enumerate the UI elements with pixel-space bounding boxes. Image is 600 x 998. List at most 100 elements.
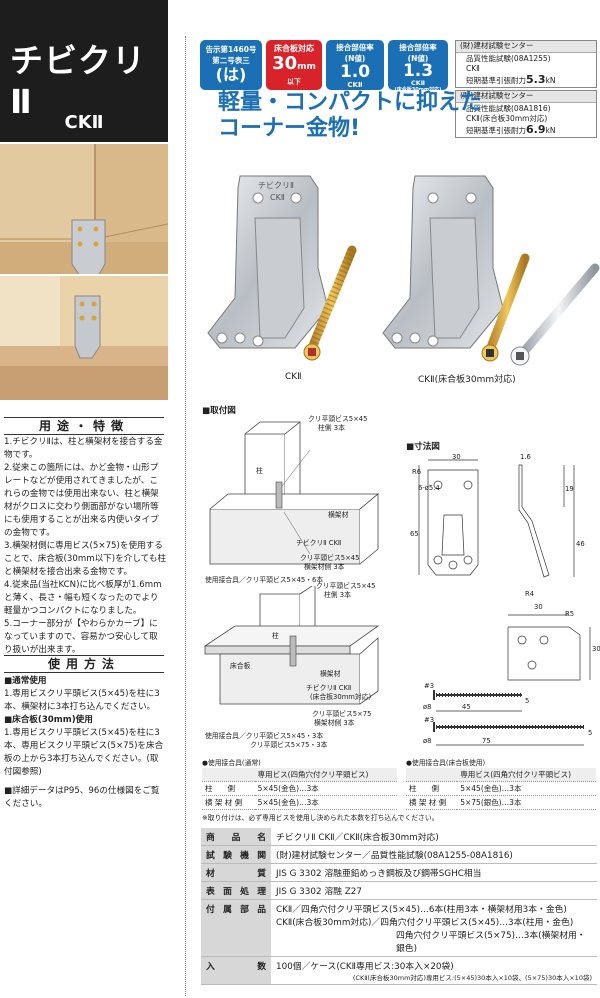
- badge-n2-l2: (N値): [407, 54, 429, 63]
- dimension-drawings: [418, 459, 591, 746]
- spec-key: 入数: [201, 956, 271, 985]
- usage-normal-head: ■通常使用: [4, 676, 47, 686]
- cert-2-unit: kN: [545, 125, 556, 135]
- feature-item-3: 3.横架材側に専用ビス(5×75)を使用することで、床合板(30mm以下)を介し…: [4, 541, 167, 577]
- headline: 軽量・コンパクトに抑えた コーナー金物!: [218, 90, 482, 142]
- feature-item-1: 1.チビクリⅡは、柱と横架材を接合する金物です。: [4, 437, 163, 460]
- spec-key: 商品名: [201, 828, 271, 846]
- table-normal-title: ●使用接合具(通常): [202, 759, 261, 767]
- badge-notice: 告示第1460号 第二号表三 (は): [200, 40, 262, 90]
- dim-r5: R5: [565, 610, 575, 618]
- badge-notice-l3: (は): [215, 65, 247, 84]
- d2-bracket: チビクリⅡ CKⅡ: [306, 684, 352, 692]
- d2-floor: 床合板: [230, 662, 251, 670]
- cert-1-l3: 短期基準引張耐力: [466, 75, 526, 85]
- tn-h1: 専用ビス(四角穴付クリ平頭ビス): [254, 768, 397, 782]
- table-floor-title: ●使用接合具(床合板使用): [406, 759, 486, 767]
- dim-r4: R4: [525, 590, 535, 598]
- screw-gold-2: [481, 253, 530, 362]
- spec-val: (財)建材試験センター／品質性能試験(08A1255-08A1816): [271, 845, 597, 864]
- tn-r1c0: 横 架 材 側: [202, 795, 255, 810]
- screw1-e: 5: [525, 697, 530, 705]
- screw2-d: #3: [424, 716, 435, 724]
- tf-r1c0: 横 架 材 側: [406, 795, 458, 810]
- d2-screw-top: クリ平頭ビス5×45: [316, 582, 376, 590]
- d2-used2: クリ平頭ビス5×75・3本: [250, 741, 328, 749]
- badge-notice-l2: 第二号表三: [212, 56, 250, 65]
- spec-qty-1: 100個／ケース(CKⅡ専用ビス:30本入×20袋): [276, 962, 454, 972]
- badge-nvalue-1: 接合部倍率 (N値) 1.0 CKⅡ: [326, 40, 384, 90]
- product-illustration: チビクリⅡ CKⅡ: [207, 175, 600, 366]
- badge-n1-l1: 接合部倍率: [336, 43, 374, 52]
- dim-r6: R6: [412, 468, 422, 476]
- cert-1-head: (財)建材試験センター: [456, 41, 596, 53]
- feature-item-5: 5.コーナー部分が【やわらかカーブ】になっていますので、容易かつ安心して取り扱い…: [4, 619, 158, 655]
- cert-2-head: (財)建材試験センター: [456, 91, 596, 103]
- install-photo-2: [0, 276, 168, 400]
- spec-row-parts: 付属部品 CKⅡ／四角穴付クリ平頭ビス(5×45)…6本(柱用3本・横架材用3本…: [201, 899, 597, 957]
- screw-silver: [510, 263, 600, 366]
- feature-item-2: 2.従来この箇所には、かど金物・山形プレートなどが使用されてきましたが、これらの…: [4, 463, 159, 538]
- badge-floor-num: 30: [272, 53, 298, 74]
- headline-line-1: 軽量・コンパクトに抑えた: [218, 90, 483, 115]
- badge-floor-l1: 床合板対応: [274, 44, 314, 53]
- spec-val: 100個／ケース(CKⅡ専用ビス:30本入×20袋) (CKⅡ(床合板30mm対…: [271, 956, 597, 985]
- product-title: チビクリⅡ: [10, 41, 146, 121]
- tf-r0c0: 柱 側: [406, 781, 458, 796]
- d2-used1: 使用接合具／クリ平頭ビス5×45・3本: [205, 732, 324, 740]
- cert-1-unit: kN: [545, 75, 556, 85]
- screw1-d2: ø8: [423, 703, 432, 711]
- cert-1-l1: 品質性能試験(08A1255): [466, 53, 551, 63]
- spec-val: チビクリⅡ CKⅡ／CKⅡ(床合板30mm対応): [271, 828, 597, 846]
- badge-n1-l4: CKⅡ: [347, 81, 363, 89]
- spec-key: 表面処理: [201, 881, 271, 900]
- caption-ck2: CKⅡ: [285, 372, 302, 382]
- bracket-ck2: チビクリⅡ CKⅡ: [207, 175, 329, 349]
- emboss-code: CKⅡ: [270, 193, 285, 202]
- wood-photo-1: [0, 144, 168, 274]
- d1-beam: 横架材: [328, 511, 349, 519]
- tf-r1c1: 5×75(銀色)…3本: [457, 795, 596, 810]
- screw-gold-1: [303, 245, 357, 361]
- badge-floor-l3: 以下: [287, 78, 301, 86]
- spec-val: JIS G 3302 溶融 Z27: [271, 881, 597, 900]
- d2-bracket2: (床合板30mm対応): [310, 693, 372, 701]
- screw2-len: 75: [482, 737, 491, 745]
- screw1-len: 45: [462, 703, 471, 711]
- screw2-e: 5: [588, 729, 593, 737]
- dim-h19: 19: [565, 485, 574, 493]
- feature-item-4: 4.従来品(当社KCN)に比べ板厚が1.6mmと薄く、長さ・幅も短くなったのでよ…: [4, 580, 162, 616]
- usage-floor-head: ■床合板(30mm)使用: [4, 715, 93, 725]
- spec-row-qty: 入数 100個／ケース(CKⅡ専用ビス:30本入×20袋) (CKⅡ(床合板30…: [201, 956, 597, 985]
- tn-r0c1: 5×45(金色)…3本: [254, 781, 397, 796]
- d1-screw-top: クリ平頭ビス5×45: [308, 415, 368, 423]
- install-photo-1: [0, 144, 168, 274]
- column-divider: [185, 36, 186, 996]
- spec-parts-1: CKⅡ／四角穴付クリ平頭ビス(5×45)…6本(柱用3本・横架材用3本・金色): [276, 905, 567, 915]
- badge-n2-l5: (床合板30mm対応): [394, 87, 442, 93]
- features-list: 1.チビクリⅡは、柱と横架材を接合する金物です。 2.従来この箇所には、かど金物…: [4, 436, 166, 657]
- spec-key: 試験機関: [201, 845, 271, 864]
- bracket-ck2-floor: [382, 175, 504, 349]
- screw1-d: #3: [424, 682, 435, 690]
- tf-h0: [406, 768, 458, 782]
- usage-heading: 使用方法: [4, 655, 164, 673]
- cert-1-l2: CKⅡ: [466, 64, 480, 73]
- install-heading: ■取付図: [202, 406, 236, 416]
- d2-beam: 横架材: [320, 670, 341, 678]
- badge-n1-value: 1.0: [339, 62, 371, 82]
- spec-table: 商品名チビクリⅡ CKⅡ／CKⅡ(床合板30mm対応) 試験機関(財)建材試験セ…: [201, 828, 597, 985]
- cert-2-value: 6.9: [526, 122, 546, 136]
- usage-note: ■詳細データはP95、96の仕様図をご覧ください。: [4, 786, 160, 809]
- tf-r0c1: 5×45(金色)…3本: [457, 781, 596, 796]
- dim-h65: 65: [410, 530, 419, 538]
- usage-floor-text: 1.専用ビスクリ平頭ビス(5×45)を柱に3本、専用ビスクリ平頭ビス(5×75)…: [4, 728, 164, 777]
- d2-col: 柱: [272, 632, 279, 640]
- spec-qty-2: (CKⅡ(床合板30mm対応)専用ビス:(5×45)30本入×10袋、(5×75…: [352, 974, 592, 982]
- product-code: CKⅡ: [64, 112, 104, 133]
- dims-heading: ■寸法図: [406, 442, 440, 452]
- spec-parts-2: CKⅡ(床合板30mm対応)／四角穴付クリ平頭ビス(5×45)…3本(柱用・金色…: [276, 918, 574, 928]
- cert-1-value: 5.3: [526, 72, 546, 86]
- tn-h0: [202, 768, 255, 782]
